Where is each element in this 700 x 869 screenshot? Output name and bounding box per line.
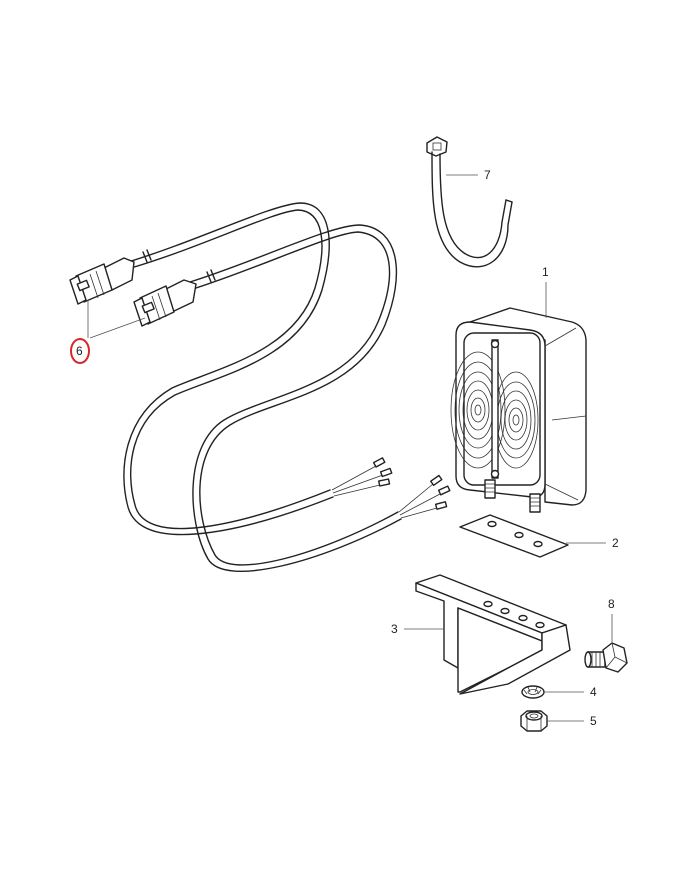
gasket-plate [459, 514, 569, 558]
callout-7[interactable]: 7 [484, 168, 491, 182]
wiring-harness [123, 202, 451, 572]
callout-5[interactable]: 5 [590, 714, 597, 728]
tail-light [450, 307, 587, 513]
hex-nut [520, 710, 548, 732]
callout-6-highlight-ring [70, 338, 90, 364]
callouts: 7 1 2 3 4 5 8 6 [70, 168, 619, 728]
callout-6[interactable]: 6 [76, 344, 83, 358]
leader-6b [89, 317, 146, 339]
connector-lower [133, 279, 197, 327]
callout-1[interactable]: 1 [542, 265, 549, 279]
bracket [415, 574, 571, 695]
cable-tie [426, 136, 513, 268]
mounting-stud-left [484, 479, 496, 499]
callout-8[interactable]: 8 [608, 597, 615, 611]
hex-bolt [584, 642, 628, 673]
lock-washer [521, 685, 545, 699]
mounting-stud-right [529, 493, 541, 513]
callout-2[interactable]: 2 [612, 536, 619, 550]
connector-upper [69, 257, 135, 305]
callout-4[interactable]: 4 [590, 685, 597, 699]
callout-3[interactable]: 3 [391, 622, 398, 636]
leader-lines [87, 174, 613, 722]
